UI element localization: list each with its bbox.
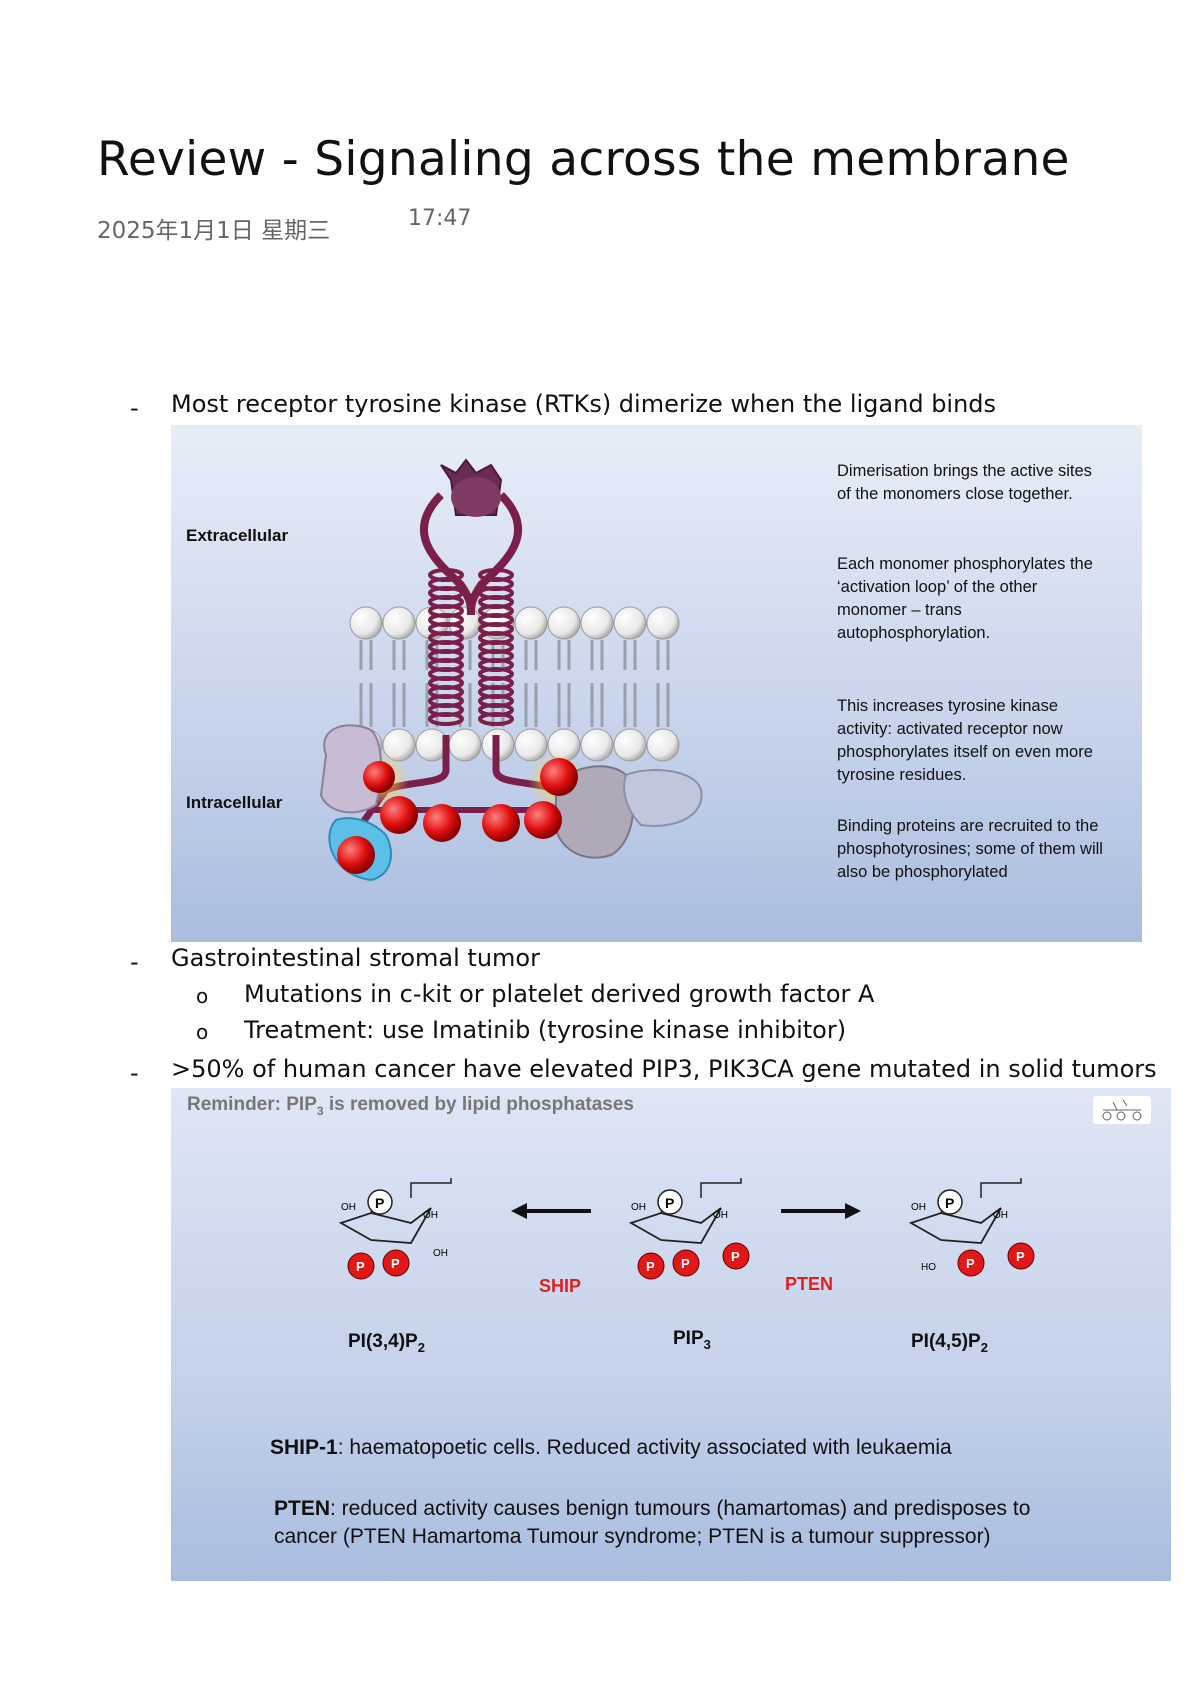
svg-text:OH: OH bbox=[341, 1202, 356, 1213]
svg-text:P: P bbox=[945, 1195, 954, 1211]
rtk-dimer-illustration bbox=[319, 458, 703, 882]
intracellular-label: Intracellular bbox=[186, 793, 283, 812]
bullet-dash: - bbox=[130, 394, 139, 422]
page-time: 17:47 bbox=[408, 206, 472, 231]
svg-text:P: P bbox=[681, 1256, 690, 1271]
svg-text:OH: OH bbox=[911, 1202, 926, 1213]
svg-text:P: P bbox=[731, 1249, 740, 1264]
sub-bullet-circle: o bbox=[196, 984, 209, 1008]
pten-note: PTEN: reduced activity causes benign tum… bbox=[274, 1497, 1031, 1548]
ship-enzyme-label: SHIP bbox=[539, 1276, 582, 1296]
svg-text:P: P bbox=[665, 1195, 674, 1211]
bullet-pip3: >50% of human cancer have elevated PIP3,… bbox=[171, 1055, 1157, 1083]
ship1-note: SHIP-1: haematopoetic cells. Reduced act… bbox=[270, 1436, 952, 1459]
fig1-para-1: Dimerisation brings the active sites of … bbox=[837, 462, 1092, 503]
pip3-figure: Reminder: PIP3 is removed by lipid phosp… bbox=[171, 1088, 1171, 1581]
svg-text:OH: OH bbox=[993, 1210, 1008, 1221]
page-title: Review - Signaling across the membrane bbox=[97, 132, 1070, 187]
svg-text:P: P bbox=[391, 1256, 400, 1271]
membrane-bilayer bbox=[349, 606, 680, 762]
svg-text:HO: HO bbox=[921, 1262, 936, 1273]
logo-icon bbox=[1093, 1096, 1151, 1124]
pip3-molecule: P OH OH P P P bbox=[630, 1177, 750, 1280]
svg-text:P: P bbox=[356, 1259, 365, 1274]
fig1-para-2: Each monomer phosphorylates the ‘activat… bbox=[837, 555, 1093, 642]
bullet-dash: - bbox=[130, 948, 139, 976]
bullet-rtk: Most receptor tyrosine kinase (RTKs) dim… bbox=[171, 390, 997, 418]
pi34p2-molecule: P OH OH OH P P bbox=[340, 1177, 452, 1280]
fig1-para-4: Binding proteins are recruited to the ph… bbox=[837, 817, 1103, 881]
fig1-para-3: This increases tyrosine kinase activity:… bbox=[837, 697, 1093, 784]
svg-text:P: P bbox=[966, 1256, 975, 1271]
page-date: 2025年1月1日 星期三 bbox=[97, 218, 331, 244]
pi45p2-caption: PI(4,5)P2 bbox=[911, 1331, 988, 1355]
phosphoinositide-diagram: P OH OH OH P P P OH OH P P P bbox=[340, 1177, 1035, 1280]
sub-bullet-circle: o bbox=[196, 1020, 209, 1044]
svg-text:OH: OH bbox=[713, 1210, 728, 1221]
pten-enzyme-label: PTEN bbox=[785, 1274, 834, 1294]
svg-text:OH: OH bbox=[433, 1248, 448, 1259]
svg-text:OH: OH bbox=[631, 1202, 646, 1213]
rtk-figure: Extracellular Intracellular bbox=[171, 425, 1142, 942]
svg-text:P: P bbox=[1016, 1249, 1025, 1264]
sub-bullet-treatment: Treatment: use Imatinib (tyrosine kinase… bbox=[244, 1016, 847, 1044]
svg-text:P: P bbox=[646, 1259, 655, 1274]
bullet-dash: - bbox=[130, 1059, 139, 1087]
bullet-gist: Gastrointestinal stromal tumor bbox=[171, 944, 540, 972]
extracellular-label: Extracellular bbox=[186, 526, 289, 545]
pi34p2-caption: PI(3,4)P2 bbox=[348, 1331, 425, 1355]
svg-text:P: P bbox=[375, 1195, 384, 1211]
pi45p2-molecule: P OH OH HO P P bbox=[910, 1177, 1035, 1277]
svg-text:OH: OH bbox=[423, 1210, 438, 1221]
figure2-heading: Reminder: PIP3 is removed by lipid phosp… bbox=[187, 1094, 634, 1118]
sub-bullet-mutations: Mutations in c-kit or platelet derived g… bbox=[244, 980, 875, 1008]
pip3-caption: PIP3 bbox=[673, 1328, 711, 1352]
